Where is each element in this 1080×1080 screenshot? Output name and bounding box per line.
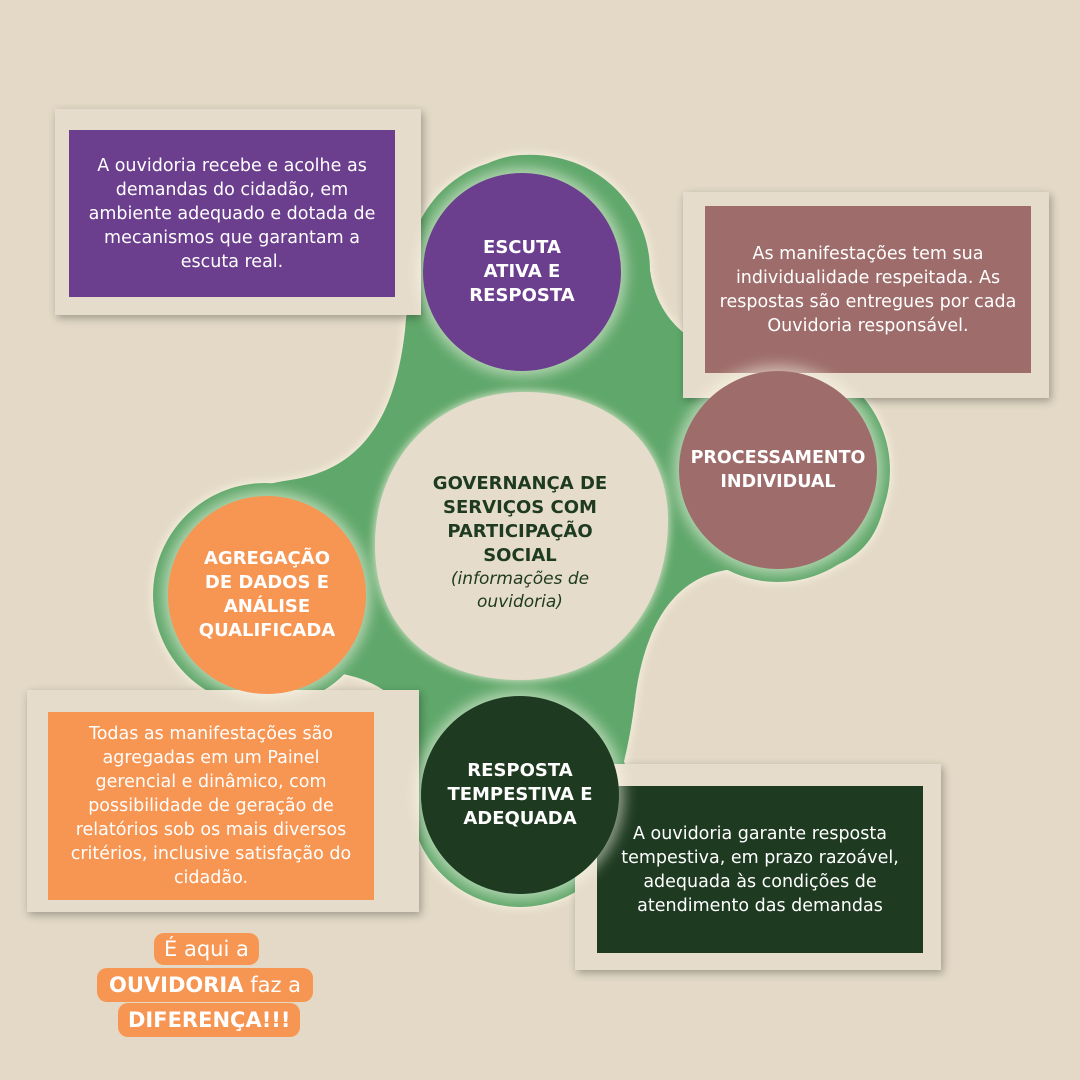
node-escuta-ativa: ESCUTA ATIVA E RESPOSTA <box>423 173 621 371</box>
card-resposta-text: A ouvidoria garante resposta tempestiva,… <box>621 823 899 916</box>
center-subtitle: (informações de ouvidoria) <box>450 569 590 612</box>
callout-line-2: OUVIDORIA faz a <box>97 968 314 1002</box>
card-resposta-description: A ouvidoria garante resposta tempestiva,… <box>597 786 923 953</box>
node-agregacao-label: AGREGAÇÃO DE DADOS E ANÁLISE QUALIFICADA <box>198 548 336 641</box>
card-agregacao-text: Todas as manifestações são agregadas em … <box>70 724 352 888</box>
node-processamento: PROCESSAMENTO INDIVIDUAL <box>679 371 877 569</box>
node-resposta-tempestiva: RESPOSTA TEMPESTIVA E ADEQUADA <box>421 696 619 894</box>
node-escuta-label: ESCUTA ATIVA E RESPOSTA <box>469 237 575 306</box>
card-agregacao-description: Todas as manifestações são agregadas em … <box>48 712 374 900</box>
callout-ouvidoria: OUVIDORIA <box>109 973 244 997</box>
node-processamento-label: PROCESSAMENTO INDIVIDUAL <box>690 448 866 492</box>
node-resposta-label: RESPOSTA TEMPESTIVA E ADEQUADA <box>447 760 593 829</box>
card-escuta-text: A ouvidoria recebe e acolhe as demandas … <box>88 155 376 272</box>
callout-line-3: DIFERENÇA!!! <box>118 1003 301 1037</box>
card-escuta-description: A ouvidoria recebe e acolhe as demandas … <box>69 130 395 297</box>
node-agregacao: AGREGAÇÃO DE DADOS E ANÁLISE QUALIFICADA <box>168 496 366 694</box>
card-processamento-description: As manifestações tem sua individualidade… <box>705 206 1031 373</box>
callout-line-1-text: É aqui a <box>164 937 249 961</box>
center-opening <box>375 391 668 680</box>
callout-line-2-rest: faz a <box>250 973 302 997</box>
callout-diferenca: DIFERENÇA!!! <box>128 1008 291 1032</box>
card-processamento-text: As manifestações tem sua individualidade… <box>719 243 1017 336</box>
center-hub: GOVERNANÇA DE SERVIÇOS COM PARTICIPAÇÃO … <box>420 472 620 614</box>
callout-line-1: É aqui a <box>154 933 259 965</box>
center-title: GOVERNANÇA DE SERVIÇOS COM PARTICIPAÇÃO … <box>432 473 608 566</box>
